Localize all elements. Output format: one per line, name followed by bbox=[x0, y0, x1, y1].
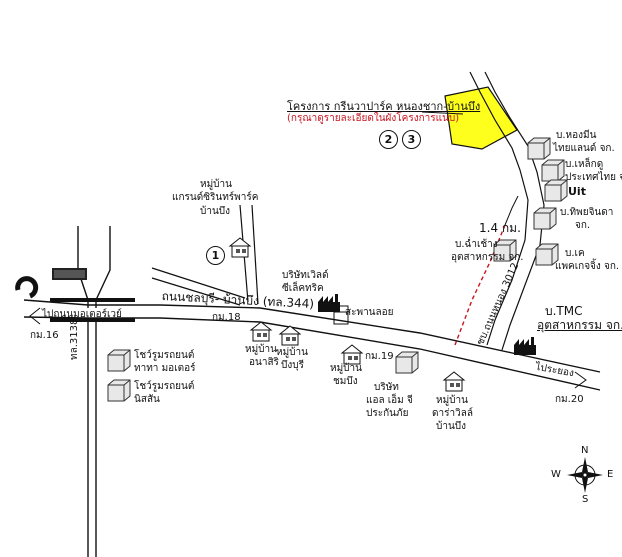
village-icon-anasiri bbox=[250, 321, 272, 342]
building-uit-icon bbox=[544, 179, 568, 202]
lek-label-1: บ.เหล็กดู bbox=[565, 159, 604, 170]
daravill-label-3: บ้านบึง bbox=[436, 421, 467, 432]
km18-label: กม.18 bbox=[212, 312, 241, 323]
motorway-road bbox=[77, 226, 111, 557]
pedestrian-bridge bbox=[333, 305, 349, 325]
lek-label-2: ประเทศไทย จก. bbox=[565, 172, 622, 183]
phase-marker-3: 3 bbox=[402, 130, 421, 149]
bingburi-label-2: บึงบุรี bbox=[281, 360, 304, 371]
bigc-store bbox=[15, 268, 87, 299]
rural-road-3012 bbox=[469, 71, 545, 351]
nissan-label-2: นิสสัน bbox=[134, 394, 160, 405]
toyota-label-2: ทาทา มอเตอร์ bbox=[134, 363, 196, 374]
selected-label-1: บริษัทเวิลด์ bbox=[282, 270, 329, 281]
compass-rose-icon bbox=[567, 457, 603, 493]
chang-label-2: อุตสาหกรรม จก. bbox=[451, 252, 524, 263]
factory-tmc-icon bbox=[514, 337, 536, 355]
building-nissan-icon bbox=[107, 379, 131, 402]
direction-arrow-right bbox=[574, 371, 587, 389]
compass-n: N bbox=[581, 445, 589, 456]
village-icon-daravill bbox=[443, 371, 465, 392]
road-median-west-b bbox=[50, 318, 135, 322]
tmc-label-1: บ.TMC bbox=[545, 304, 583, 318]
kc-label-2: แพคเกจจิ้ง จก. bbox=[555, 261, 620, 272]
thip-label-2: จก. bbox=[575, 220, 591, 231]
daravill-label-1: หมู่บ้าน bbox=[436, 395, 468, 406]
km19-label: กม.19 bbox=[365, 351, 394, 362]
grand-sirin-label-1: หมู่บ้าน bbox=[200, 179, 232, 190]
nissan-label-1: โชว์รูมรถยนต์ bbox=[134, 381, 195, 392]
selected-label-2: ซีเล็คทริค bbox=[282, 283, 324, 294]
compass-e: E bbox=[607, 469, 614, 480]
compass-w: W bbox=[551, 469, 561, 480]
chombueng-label-1: หมู่บ้าน bbox=[330, 363, 362, 374]
road-median-west-a bbox=[50, 298, 135, 302]
building-toyota-icon bbox=[107, 349, 131, 372]
project-title: โครงการ กรีนวาปาร์ค หนองชาก-บ้านบึง bbox=[287, 100, 481, 113]
project-site-area bbox=[444, 86, 518, 150]
compass-s: S bbox=[582, 494, 589, 505]
toyota-label-1: โชว์รูมรถยนต์ bbox=[134, 350, 195, 361]
grand-sirin-label-2: แกรนด์ซิรินทร์พาร์ค bbox=[172, 192, 259, 203]
building-alm-icon bbox=[395, 351, 419, 374]
project-note: (กรุณาดูรายละเอียดในผังโครงการแนบ) bbox=[287, 113, 460, 124]
daravill-label-2: ดาร่าวิลล์ bbox=[432, 408, 473, 419]
site-leader-line bbox=[421, 111, 464, 115]
rural-road-dashed bbox=[454, 224, 506, 346]
alm-label-1: บริษัท bbox=[374, 382, 399, 393]
phase-marker-2: 2 bbox=[379, 130, 398, 149]
grand-sirin-marker: 1 bbox=[206, 246, 225, 265]
hongmin-label-2: ไทยแลนด์ จก. bbox=[553, 143, 615, 154]
chombueng-label-2: ชมบึง bbox=[333, 376, 358, 387]
grand-sirin-label-3: บ้านบึง bbox=[200, 206, 231, 217]
direction-arrow-left bbox=[29, 307, 41, 325]
building-lek-icon bbox=[541, 159, 565, 182]
factory-selected-icon bbox=[318, 294, 340, 312]
thip-label-1: บ.ทิพยจินดา bbox=[560, 207, 614, 218]
anasiri-label-2: อนาสิริ bbox=[249, 357, 279, 368]
km20-label: กม.20 bbox=[555, 394, 584, 405]
uit-label: Uit bbox=[568, 185, 586, 198]
km16-label: กม.16 bbox=[30, 330, 59, 341]
hongmin-label-1: บ.หองมีน bbox=[556, 130, 597, 141]
bingburi-label-1: หมู่บ้าน bbox=[276, 347, 308, 358]
chang-label-1: บ.ฉ่ำเช้าง bbox=[455, 239, 498, 250]
hwy-3138-label: ทล.3138 bbox=[69, 318, 80, 360]
building-thip-icon bbox=[533, 207, 557, 230]
distance-label: 1.4 กม. bbox=[479, 221, 521, 235]
distance-arrow bbox=[504, 195, 519, 226]
anasiri-label-1: หมู่บ้าน bbox=[245, 344, 277, 355]
bridge-label: สะพานลอย bbox=[345, 307, 394, 318]
village-icon-chombueng bbox=[341, 344, 363, 365]
village-icon-grand-sirin bbox=[229, 237, 251, 258]
kc-label-1: บ.เค bbox=[565, 248, 585, 259]
alm-label-3: ประกันภัย bbox=[366, 408, 409, 419]
to-motorway-label: ไปถนนมอเตอร์เวย์ bbox=[42, 309, 122, 320]
tmc-label-2: อุตสาหกรรม จก. bbox=[537, 318, 622, 332]
alm-label-2: แอล เอ็ม จี bbox=[366, 395, 413, 406]
building-hongmin-icon bbox=[527, 137, 551, 160]
